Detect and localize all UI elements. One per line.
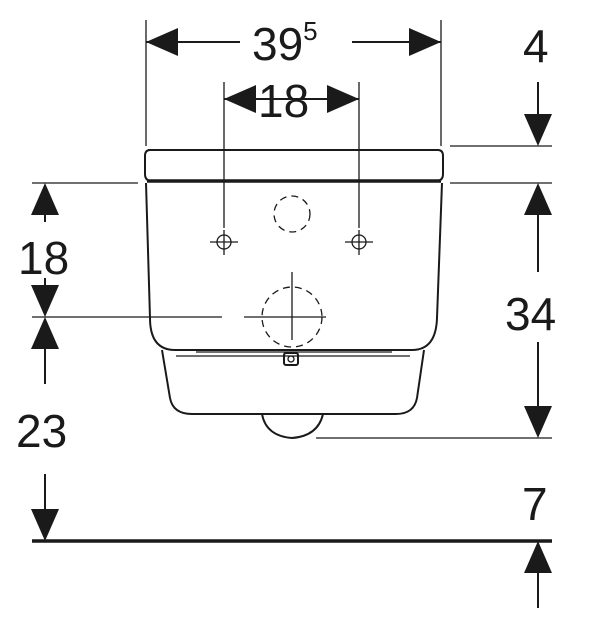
arrow-right-bottom (524, 541, 552, 573)
arrow-right-height-bottom (524, 406, 552, 438)
bowl-body (145, 182, 443, 351)
outlet-bulb (261, 413, 324, 440)
label-right-height: 34 (505, 288, 556, 340)
label-width-main: 395 (252, 16, 318, 70)
arrow-left-lower-top (31, 317, 59, 349)
label-left-lower: 23 (16, 405, 67, 457)
holes (210, 195, 373, 348)
dimension-labels: 395 18 4 18 23 34 7 (16, 16, 556, 530)
water-inlet-circle (273, 195, 311, 233)
label-right-bottom: 7 (522, 478, 548, 530)
arrow-holes-left (224, 85, 256, 113)
label-width-main-sup: 5 (303, 16, 317, 46)
arrow-left-upper-bottom (31, 285, 59, 317)
fixing-clip (283, 352, 299, 366)
label-left-upper: 18 (18, 232, 69, 284)
fixing-clip-screw (287, 355, 295, 363)
dimension-lines (31, 28, 552, 608)
arrow-top-gap (524, 114, 552, 146)
arrow-holes-right (327, 85, 359, 113)
arrow-width-left (146, 28, 178, 56)
arrow-width-right (409, 28, 441, 56)
arrow-left-lower-bottom (31, 509, 59, 541)
bowl-base (161, 349, 425, 415)
extension-lines (32, 20, 552, 439)
label-width-holes: 18 (258, 75, 309, 127)
arrow-left-upper-top (31, 183, 59, 215)
arrow-right-height-top (524, 183, 552, 215)
seat-lid (144, 149, 444, 182)
label-top-gap: 4 (523, 20, 549, 72)
toilet-outline (144, 149, 444, 440)
